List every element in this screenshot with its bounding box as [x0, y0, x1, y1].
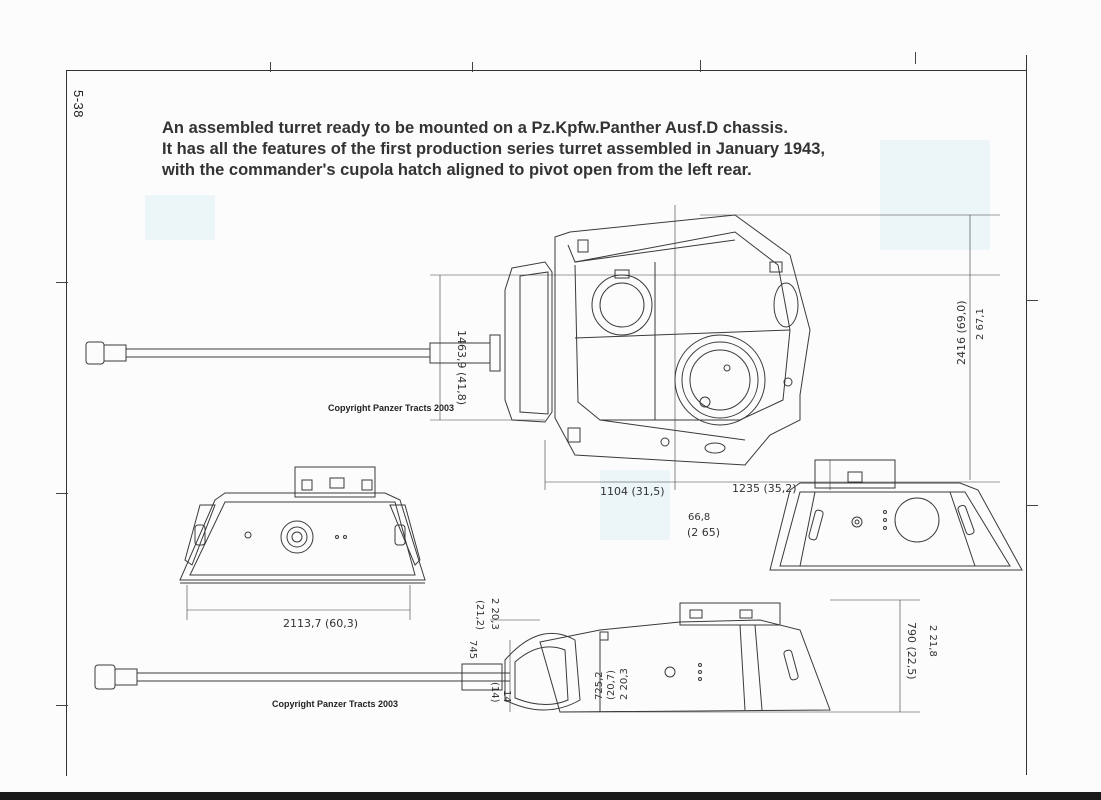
frame-tick — [270, 62, 271, 72]
bleed-through — [145, 195, 215, 240]
dim-top-view-len1: 1104 (31,5) — [600, 485, 665, 498]
rear-view-drawing — [769, 459, 1023, 571]
dim-right-height: 2416 (69,0) — [955, 300, 968, 365]
side-view-drawing — [94, 599, 920, 713]
top-view-drawing — [85, 205, 1000, 490]
caption-line: with the commander's cupola hatch aligne… — [162, 161, 752, 179]
dim-top-view-height: 1463,9 (41,8) — [455, 330, 468, 406]
frame-tick — [472, 62, 473, 72]
frame-tick — [1026, 300, 1038, 301]
dim-side-mid2: (20,7) — [606, 669, 617, 700]
dim-right-height2: 2 67,1 — [975, 308, 986, 340]
dim-top-view-small: 66,8 — [688, 512, 711, 523]
caption-line: It has all the features of the first pro… — [162, 140, 825, 158]
copyright-bottom: Copyright Panzer Tracts 2003 — [272, 699, 399, 709]
frame-tick — [700, 60, 701, 72]
frame-tick — [56, 282, 68, 283]
caption-line: An assembled turret ready to be mounted … — [162, 119, 788, 137]
dim-top-view-small2: (2 65) — [687, 526, 721, 539]
drawing-frame — [66, 70, 1027, 776]
front-view-drawing — [179, 466, 426, 620]
frame-tick — [915, 52, 916, 64]
dim-side-angle3: 745 — [467, 640, 478, 660]
dim-front-width: 2113,7 (60,3) — [283, 617, 359, 630]
dim-side-left2: 14 — [501, 690, 512, 703]
dim-side-angle2: 2 20,3 — [489, 598, 500, 630]
dim-side-left1: (14) — [489, 682, 500, 703]
scanner-edge — [0, 792, 1101, 800]
dim-side-mid1: 725,2 — [594, 671, 605, 700]
dim-side-height2: 2 21,8 — [927, 625, 938, 657]
drawing-frame-right — [1026, 55, 1027, 775]
dim-top-view-len2: 1235 (35,2) — [732, 482, 797, 495]
frame-tick — [56, 493, 68, 494]
frame-tick — [1026, 505, 1038, 506]
frame-tick — [56, 705, 68, 706]
bleed-through — [880, 140, 990, 250]
dim-side-angle1: (21,2) — [474, 600, 485, 631]
dim-side-height: 790 (22,5) — [905, 622, 918, 680]
caption: An assembled turret ready to be mounted … — [162, 118, 882, 181]
copyright-top: Copyright Panzer Tracts 2003 — [328, 403, 455, 413]
bleed-through — [600, 470, 670, 540]
dim-side-mid3: 2 20,3 — [619, 668, 630, 700]
